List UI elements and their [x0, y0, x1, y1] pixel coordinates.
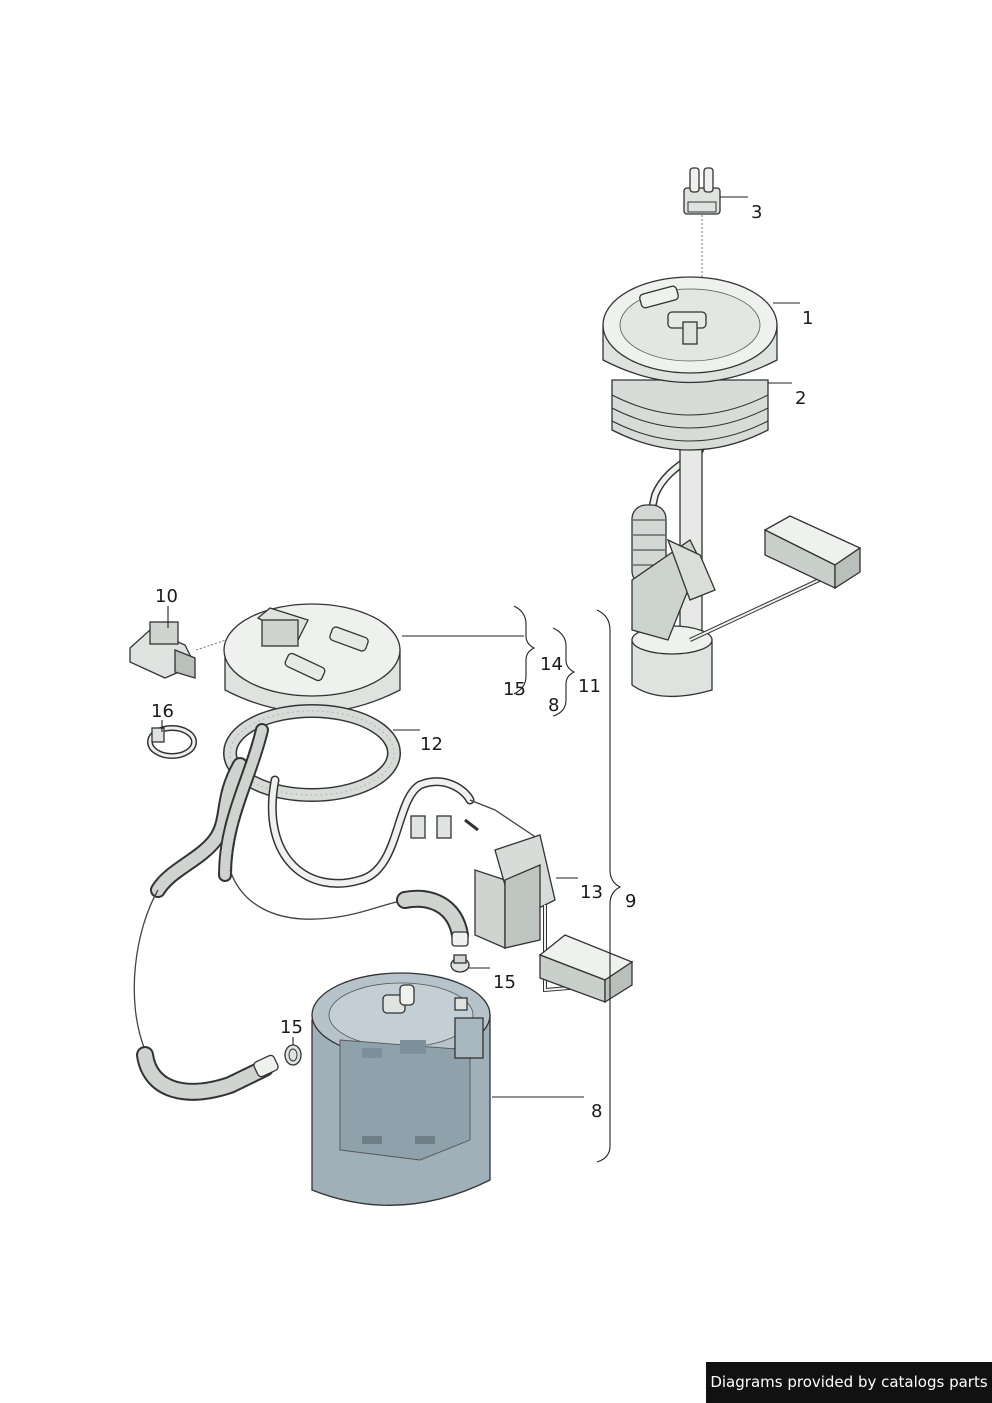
flange-lower [223, 603, 401, 714]
level-sender-part-13 [474, 834, 634, 1004]
attribution-banner: Diagrams provided by catalogs parts [706, 1362, 992, 1403]
connector-part-10 [129, 621, 196, 679]
callout-11: 11 [578, 676, 601, 697]
callout-3: 3 [751, 202, 762, 223]
callout-13: 13 [580, 882, 603, 903]
callout-8-lower: 8 [591, 1101, 602, 1122]
callout-15-lower: 15 [280, 1017, 303, 1038]
connector-part-3 [683, 167, 721, 215]
callout-10: 10 [155, 586, 178, 607]
callout-1: 1 [802, 308, 813, 329]
callout-16: 16 [151, 701, 174, 722]
fuel-pump-assembly-upper [602, 276, 862, 698]
hoses-and-wires [133, 723, 541, 1101]
callout-8-upper: 8 [548, 695, 559, 716]
callout-2: 2 [795, 388, 806, 409]
clip-part-15-middle [450, 954, 470, 973]
callout-12: 12 [420, 734, 443, 755]
callout-14: 14 [540, 654, 563, 675]
pump-housing-part-8 [311, 972, 491, 1206]
callout-15-middle: 15 [493, 972, 516, 993]
callout-labels: 3 1 2 10 14 15 11 8 16 12 13 9 15 15 8 [151, 202, 813, 1122]
clip-part-15-lower [284, 1044, 302, 1066]
seal-ring-part-12 [223, 704, 401, 802]
leader-lines [161, 196, 800, 1163]
hose-clamp-part-16 [147, 725, 197, 759]
callout-15-upper: 15 [503, 679, 526, 700]
callout-9: 9 [625, 891, 636, 912]
